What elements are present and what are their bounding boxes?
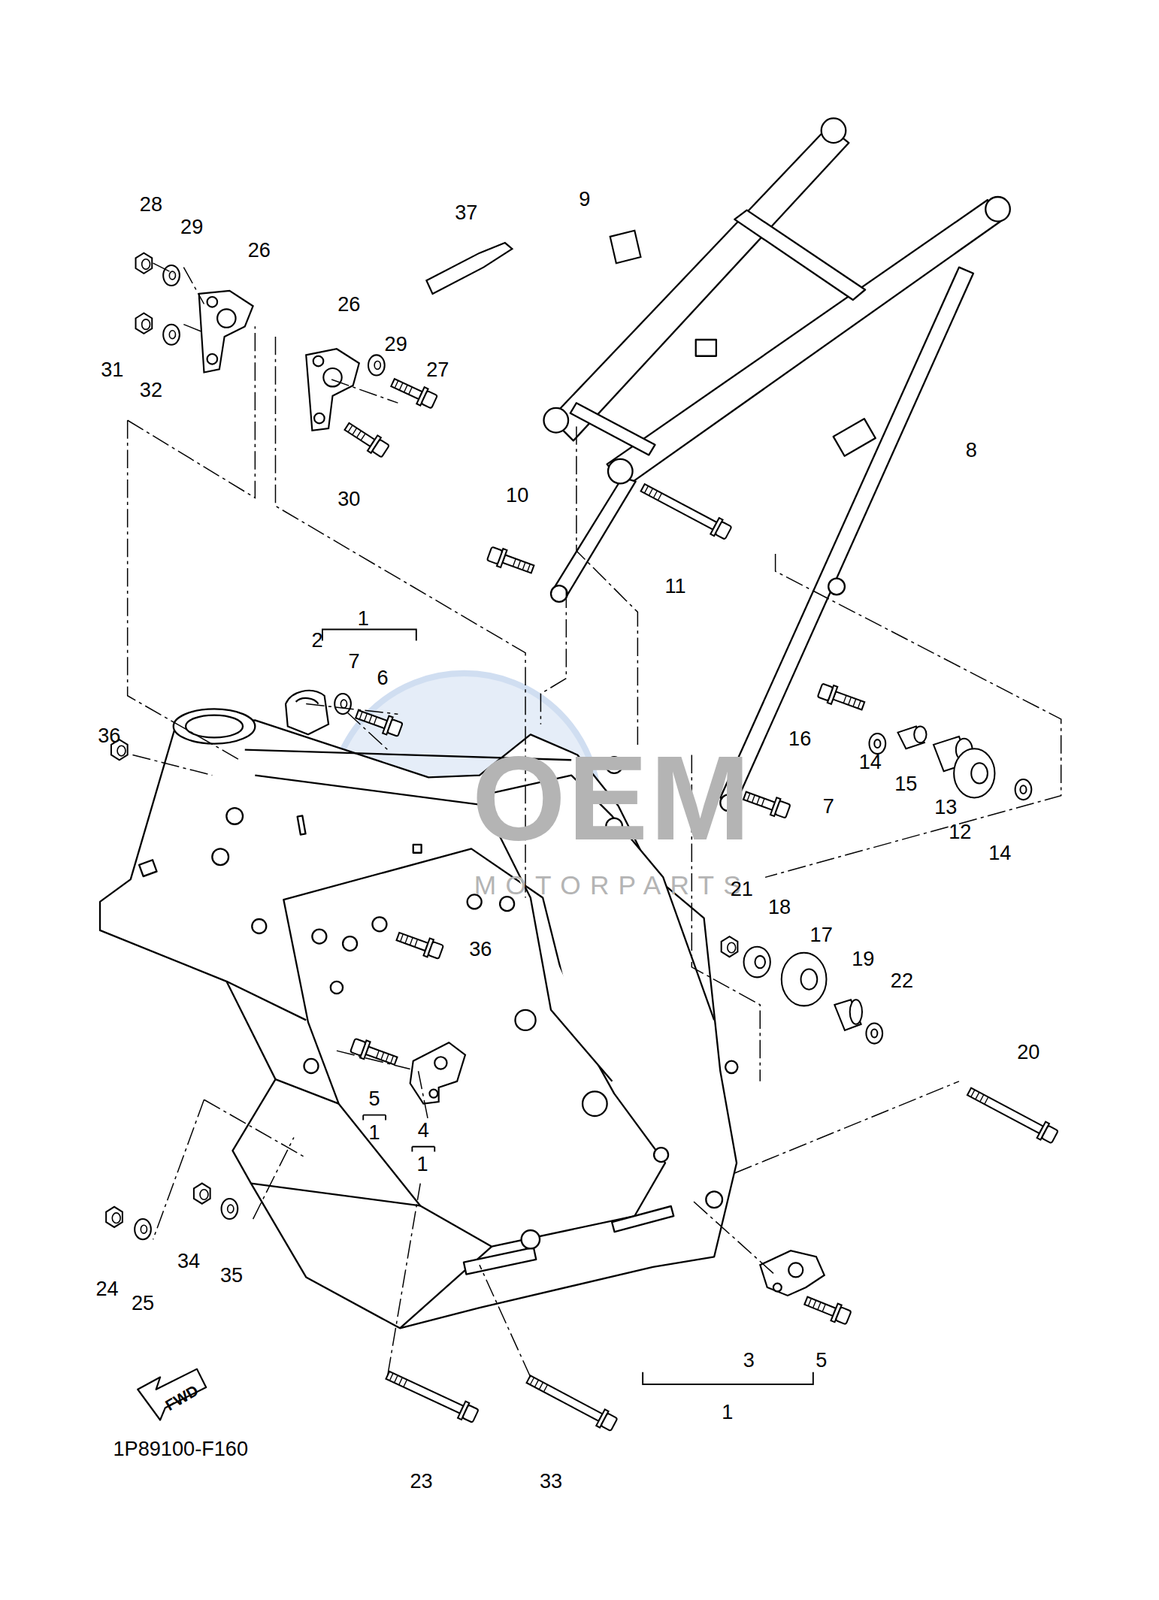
- callout-number: 10: [505, 484, 529, 506]
- callout-number: 27: [426, 359, 449, 380]
- callout-number: 13: [934, 796, 957, 818]
- callout-number: 16: [788, 728, 811, 749]
- callout-number: 21: [730, 878, 754, 899]
- callout-number: 2: [311, 629, 324, 651]
- callout-number: 33: [539, 1470, 563, 1492]
- callout-number: 3: [743, 1349, 755, 1371]
- callout-number: 4: [417, 1119, 430, 1141]
- callout-number: 23: [410, 1470, 433, 1492]
- callout-number: 18: [768, 896, 791, 917]
- callout-number: 15: [894, 773, 917, 794]
- callout-number: 26: [248, 239, 271, 261]
- callout-number: 17: [810, 924, 833, 945]
- callout-number: 9: [578, 188, 591, 209]
- callout-number: 12: [948, 821, 972, 842]
- callout-number: 19: [851, 948, 875, 969]
- callout-number: 22: [890, 970, 914, 991]
- callout-number: 32: [139, 379, 163, 400]
- callout-number: 29: [384, 333, 408, 355]
- callout-number: 7: [823, 795, 835, 817]
- callout-number: 5: [815, 1349, 827, 1371]
- callout-number: 8: [965, 439, 978, 460]
- callout-number: 7: [348, 650, 360, 672]
- watermark: OEM: [472, 737, 753, 858]
- callout-number: 20: [1016, 1041, 1040, 1063]
- callout-number: 36: [469, 938, 492, 960]
- callout-number: 26: [337, 293, 361, 315]
- callout-number: 36: [97, 725, 121, 746]
- callout-number: 1: [369, 1122, 381, 1143]
- callout-number: 5: [369, 1088, 381, 1109]
- callout-number: 11: [664, 575, 686, 597]
- callout-number: 28: [139, 193, 163, 215]
- diagram-code: 1P89100-F160: [112, 1438, 249, 1459]
- callout-number: 30: [337, 488, 361, 509]
- callout-number: 34: [177, 1250, 200, 1271]
- callout-number: 31: [100, 359, 124, 380]
- callout-number: 29: [180, 216, 203, 237]
- callout-number: 1: [721, 1401, 733, 1423]
- callout-number: 1: [416, 1153, 428, 1175]
- callout-number: 37: [454, 202, 478, 223]
- callout-number: 24: [95, 1278, 119, 1299]
- watermark: MOTORPARTS: [474, 872, 751, 899]
- callout-number: 35: [220, 1264, 243, 1286]
- callout-number: 1: [357, 608, 370, 629]
- callout-number: 14: [859, 751, 882, 772]
- callout-number: 6: [376, 667, 388, 688]
- callout-number: 25: [131, 1292, 155, 1314]
- callout-number: 14: [988, 842, 1011, 863]
